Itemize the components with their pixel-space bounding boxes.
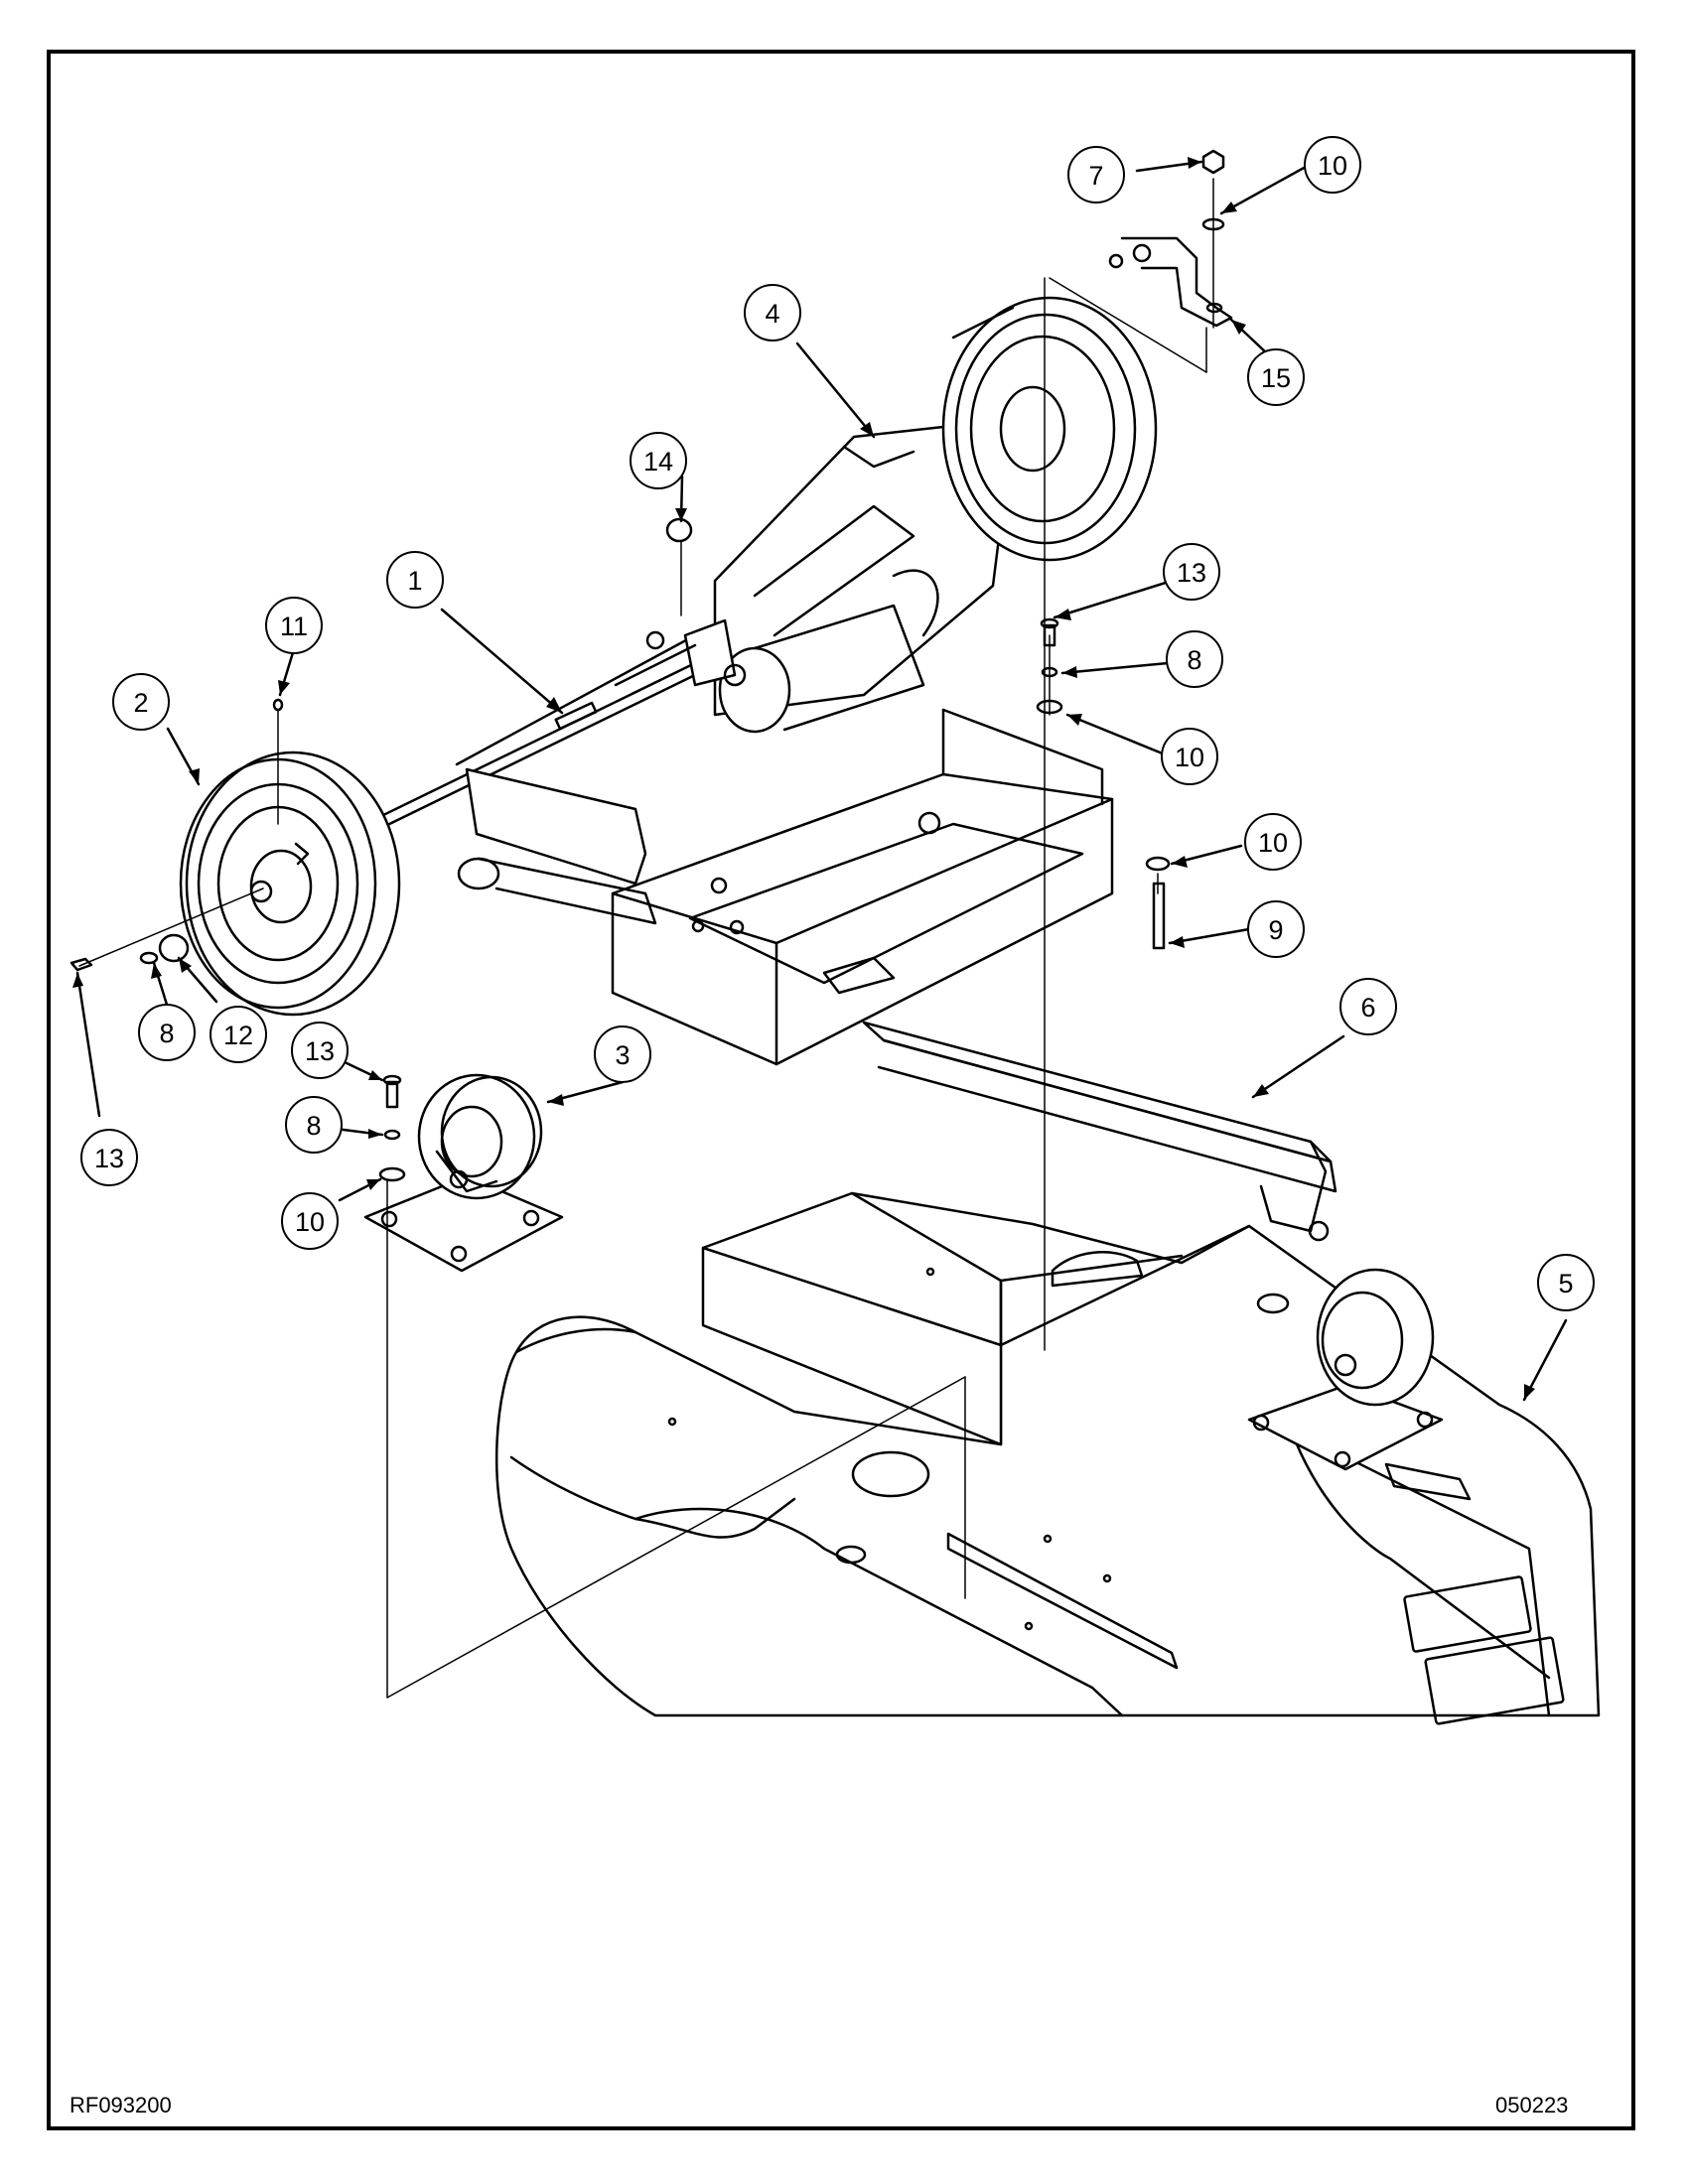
caster-left	[363, 1073, 564, 1273]
callout-label: 6	[1360, 993, 1375, 1023]
axle-shaft	[373, 633, 701, 831]
right-drive-wheel	[941, 296, 1158, 562]
bracket	[1108, 236, 1233, 328]
callout-11: 11	[265, 597, 323, 654]
callout-label: 10	[1258, 828, 1288, 858]
base-housing	[494, 1191, 1601, 1725]
callout-10b: 10	[1161, 728, 1218, 785]
callout-label: 10	[1175, 743, 1204, 772]
callout-8c: 8	[138, 1004, 196, 1061]
callout-label: 12	[223, 1021, 253, 1050]
callout-label: 8	[159, 1019, 174, 1048]
callout-9: 9	[1247, 900, 1305, 958]
callout-2: 2	[112, 673, 170, 731]
callout-label: 13	[305, 1036, 335, 1066]
battery-tray	[611, 708, 1114, 1066]
callout-1: 1	[386, 551, 444, 609]
callout-label: 8	[306, 1111, 321, 1141]
leader-arrows	[72, 157, 1535, 1400]
callout-4: 4	[744, 284, 801, 341]
callout-13a: 13	[1163, 543, 1220, 601]
callout-7: 7	[1067, 146, 1125, 204]
callout-label: 13	[1177, 558, 1206, 588]
motor-transaxle	[614, 425, 1005, 734]
callout-label: 11	[280, 612, 308, 641]
revision-date: 050223	[1495, 2093, 1569, 2117]
lever-arm	[457, 767, 657, 925]
callout-label: 5	[1558, 1269, 1573, 1298]
callout-15: 15	[1247, 348, 1305, 406]
callout-10c: 10	[1244, 813, 1302, 871]
frame-tube	[862, 1021, 1337, 1242]
callout-label: 10	[1318, 151, 1347, 181]
callout-6: 6	[1339, 978, 1397, 1035]
callout-10d: 10	[281, 1192, 339, 1250]
callout-5: 5	[1537, 1254, 1595, 1311]
callout-13c: 13	[80, 1129, 138, 1186]
callout-14: 14	[630, 432, 687, 489]
callout-label: 9	[1268, 915, 1283, 945]
callout-label: 3	[615, 1040, 630, 1070]
callout-label: 15	[1261, 363, 1291, 393]
caster-right	[1247, 1268, 1444, 1471]
hardware	[70, 149, 1225, 1182]
callout-label: 14	[643, 447, 673, 477]
callout-10a: 10	[1304, 136, 1361, 194]
callout-13b: 13	[291, 1022, 349, 1079]
callout-label: 8	[1187, 645, 1201, 675]
callout-8b: 8	[285, 1096, 343, 1154]
callout-label: 4	[765, 299, 779, 329]
callout-label: 7	[1088, 161, 1103, 191]
callout-3: 3	[594, 1025, 651, 1083]
callout-8a: 8	[1166, 630, 1223, 688]
callout-label: 13	[94, 1144, 124, 1173]
callouts: 1 2 3 4 5 6 7 8 8 8 9 10 10 10 10 11 12 …	[80, 136, 1595, 1311]
drawing-number: RF093200	[70, 2093, 172, 2117]
callout-label: 2	[133, 688, 148, 718]
callout-12: 12	[210, 1006, 267, 1063]
drawing-border	[47, 50, 1635, 2130]
callout-label: 1	[407, 566, 422, 596]
assembly-lines	[78, 178, 1214, 1699]
callout-label: 10	[295, 1207, 325, 1237]
left-drive-wheel	[179, 751, 401, 1017]
